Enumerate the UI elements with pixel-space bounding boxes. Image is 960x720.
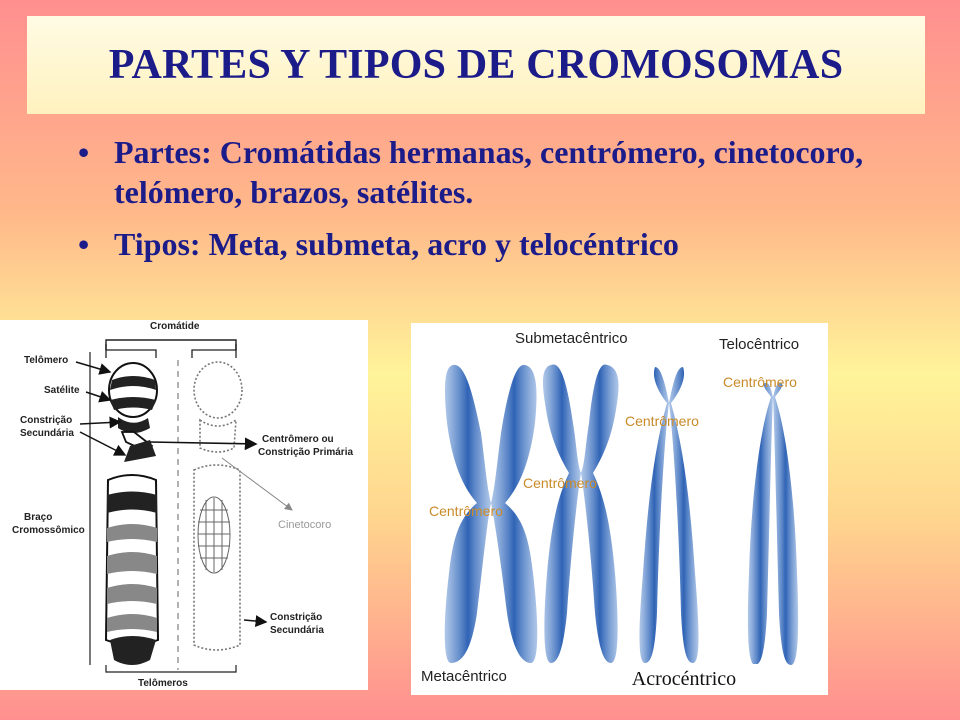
- chromosome-types-diagram: Submetacêntrico Telocêntrico Metacêntric…: [411, 323, 828, 695]
- label-cinetocoro: Cinetocoro: [278, 519, 331, 531]
- centromere-label-acro: Centrômero: [625, 413, 699, 429]
- metacentric-chromosome: [444, 364, 538, 663]
- telocentric-chromosome: [747, 382, 799, 665]
- light-chromatid: [193, 361, 243, 651]
- label-constricao-sec-1: Constrição: [20, 415, 72, 426]
- dark-chromatid: [104, 362, 160, 665]
- label-acrocentrico: Acrocéntrico: [631, 668, 737, 690]
- page-title: PARTES Y TIPOS DE CROMOSOMAS: [108, 42, 844, 88]
- label-braco-1: Braço: [24, 512, 52, 523]
- chromosome-parts-svg: Cromátide: [12, 321, 353, 689]
- chromosome-parts-diagram: Cromátide: [0, 320, 368, 690]
- kinetochore-mesh: [197, 496, 231, 574]
- label-constricao-sec-2: Secundária: [20, 428, 74, 439]
- label-centromero-1: Centrômero ou: [262, 434, 334, 445]
- label-constricao-low-1: Constrição: [270, 612, 322, 623]
- centromere-label-meta: Centrômero: [429, 503, 503, 519]
- cromatide-bracket: [105, 339, 237, 350]
- acrocentric-chromosome: [639, 367, 699, 663]
- label-submetacentrico: Submetacêntrico: [515, 330, 628, 347]
- label-cromatide: Cromátide: [150, 321, 200, 332]
- label-constricao-low-2: Secundária: [270, 625, 324, 636]
- centromere-label-submeta: Centrômero: [523, 475, 597, 491]
- label-telomero: Telômero: [24, 355, 68, 366]
- centromere-label-telo: Centrômero: [723, 374, 797, 390]
- submetacentric-chromosome: [543, 364, 619, 663]
- title-box: PARTES Y TIPOS DE CROMOSOMAS: [27, 16, 925, 114]
- label-telomeros: Telômeros: [138, 678, 188, 689]
- label-metacentrico: Metacêntrico: [421, 668, 507, 685]
- chromosome-types-svg: Submetacêntrico Telocêntrico Metacêntric…: [421, 330, 799, 685]
- bullet-tipos: Tipos: Meta, submeta, acro y telocéntric…: [78, 224, 938, 264]
- label-telocentrico: Telocêntrico: [719, 336, 799, 353]
- bullet-partes: Partes: Cromátidas hermanas, centrómero,…: [78, 132, 938, 212]
- label-braco-2: Cromossômico: [12, 525, 85, 536]
- label-acrocentrico-box: Acrocéntrico: [609, 664, 759, 695]
- label-satelite: Satélite: [44, 385, 80, 396]
- bullet-list: Partes: Cromátidas hermanas, centrómero,…: [78, 132, 938, 276]
- label-centromero-2: Constrição Primária: [258, 447, 353, 458]
